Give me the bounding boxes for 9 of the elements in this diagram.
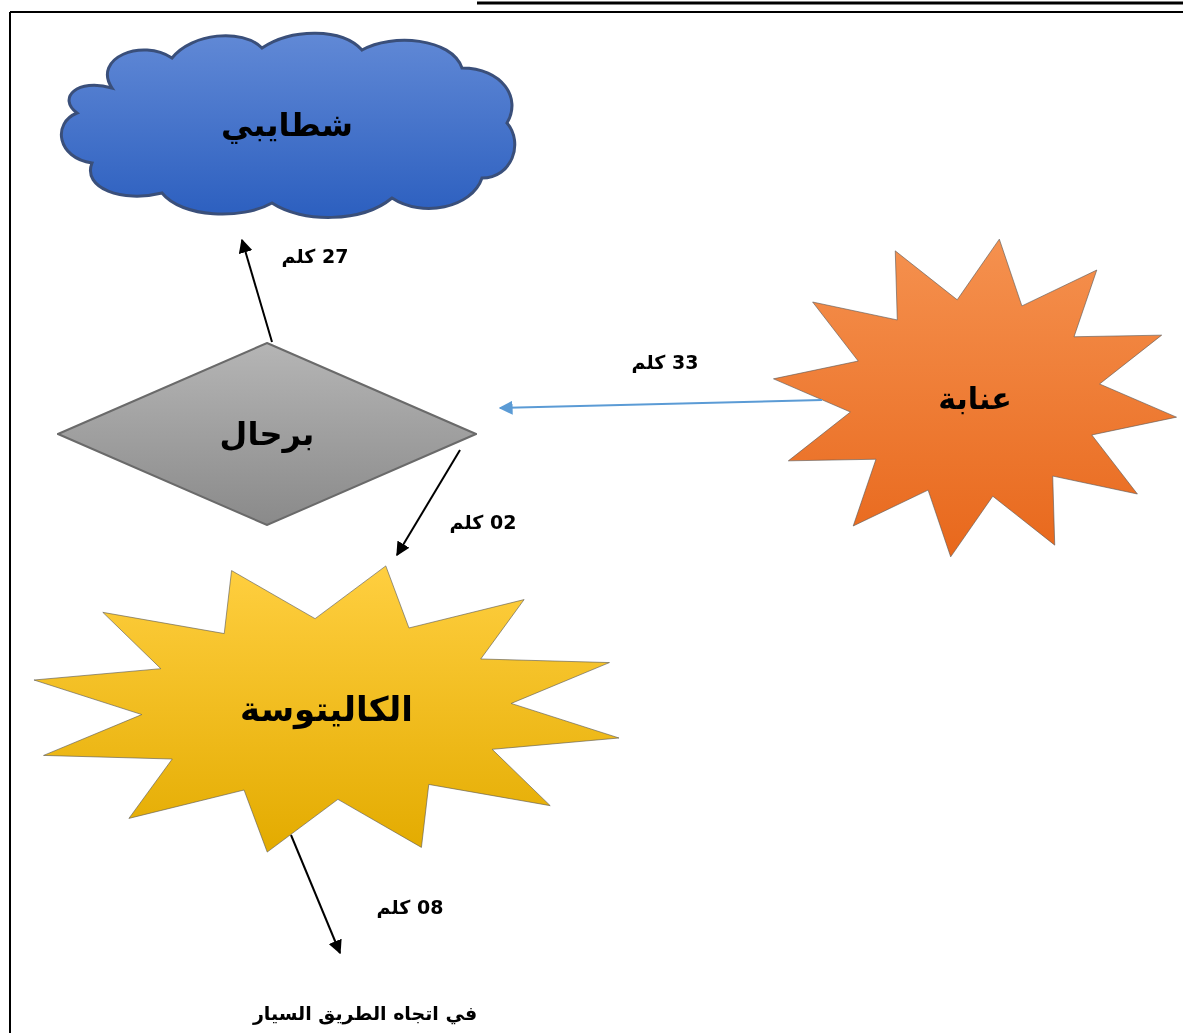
direction-note: في اتجاه الطريق السيار bbox=[252, 1000, 478, 1027]
node-label: شطايبي bbox=[220, 105, 354, 146]
node-label: برحال bbox=[219, 414, 315, 455]
node-label: عنابة bbox=[938, 379, 1012, 418]
arrow bbox=[238, 238, 273, 343]
arrow bbox=[498, 399, 823, 415]
arrow bbox=[396, 449, 461, 557]
arrow bbox=[290, 834, 342, 955]
node-label: الكاليتوسة bbox=[240, 687, 413, 732]
